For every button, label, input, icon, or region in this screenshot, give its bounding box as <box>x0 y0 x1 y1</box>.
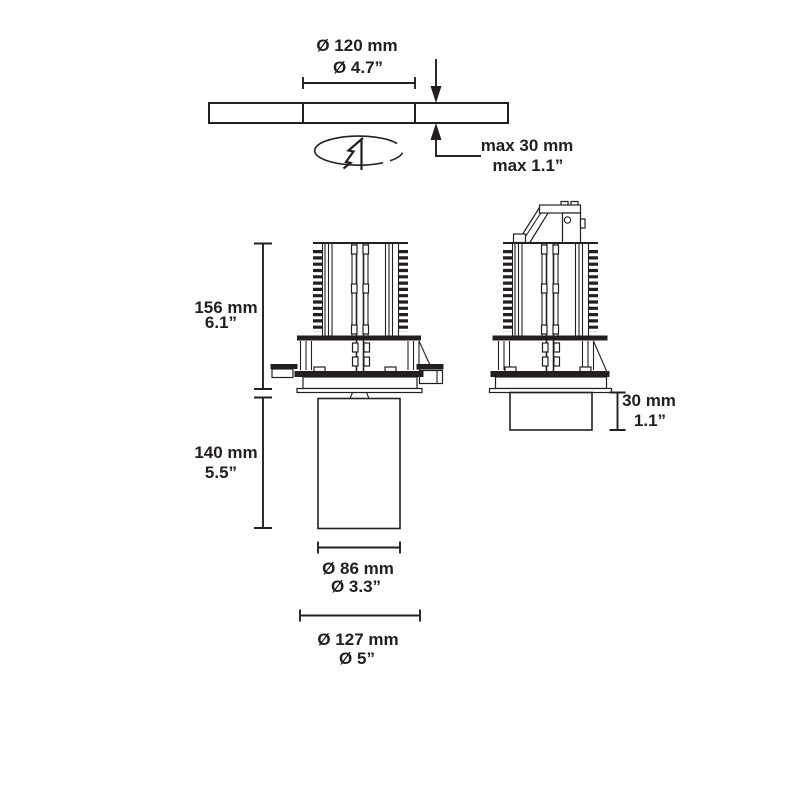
front-view <box>270 243 444 530</box>
twist-lock-rotation-arrow-icon <box>313 135 404 170</box>
right-spring-tab <box>416 364 444 370</box>
dim-cutout-diameter: Ø 120 mm Ø 4.7” <box>302 36 416 89</box>
ceiling-section-view <box>208 102 509 124</box>
cutout-diameter-imperial-label: Ø 4.7” <box>333 58 383 77</box>
dim-body-height: 140 mm 5.5” <box>194 396 272 529</box>
trim-diameter-imperial-label: Ø 5” <box>339 649 375 668</box>
cutout-diameter-metric-label: Ø 120 mm <box>316 36 397 55</box>
arrow-down-icon <box>430 86 442 103</box>
ceiling-max-thickness-metric-label: max 30 mm <box>481 136 574 155</box>
lamp-cylinder-side <box>509 391 593 431</box>
body-diameter-imperial-label: Ø 3.3” <box>331 577 381 596</box>
dim-recessed-height: 156 mm 6.1” <box>194 242 272 390</box>
trim-diameter-metric-label: Ø 127 mm <box>317 630 398 649</box>
trim-ring <box>302 376 418 390</box>
trim-ring-side <box>494 376 608 390</box>
side-view <box>488 200 613 431</box>
body-height-imperial-label: 5.5” <box>205 463 237 482</box>
dim-protrusion: 30 mm 1.1” <box>609 391 676 431</box>
body-height-metric-label: 140 mm <box>194 443 257 462</box>
arrow-up-icon <box>430 123 442 140</box>
ceiling-max-thickness-imperial-label: max 1.1” <box>493 156 564 175</box>
lamp-cylinder <box>317 397 401 530</box>
dim-trim-diameter: Ø 127 mm Ø 5” <box>299 609 421 668</box>
recess-height-imperial-label: 6.1” <box>205 313 237 332</box>
body-diameter-metric-label: Ø 86 mm <box>322 559 394 578</box>
recess-height-metric-label: 156 mm <box>194 298 257 317</box>
dim-body-diameter: Ø 86 mm Ø 3.3” <box>317 541 401 596</box>
left-spring-tab <box>270 364 298 369</box>
protrusion-imperial-label: 1.1” <box>634 411 666 430</box>
protrusion-metric-label: 30 mm <box>622 391 676 410</box>
dim-ceiling-thickness: max 30 mm max 1.1” <box>430 59 574 175</box>
